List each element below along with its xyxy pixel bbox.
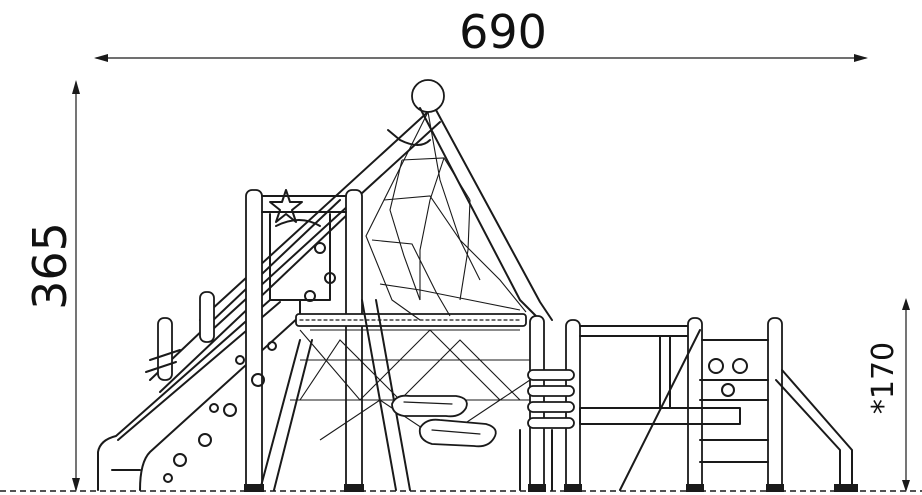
tower [245,189,527,491]
fall-height-dimension: *170 [866,298,910,492]
slide [97,299,301,491]
right-frame [579,317,853,491]
height-dimension: 365 [23,80,80,492]
step-ladder [519,315,581,491]
star-icon [269,189,303,223]
left-climbing-beams [145,109,441,393]
log-bridge [391,394,497,448]
width-dimension: 690 [94,5,868,62]
rope-net [290,111,531,441]
height-label: 365 [23,222,77,310]
a-frame [387,79,553,321]
fall-height-label: *170 [866,342,901,414]
width-label: 690 [459,5,547,59]
climbing-holds [163,341,277,483]
footings [244,484,858,492]
